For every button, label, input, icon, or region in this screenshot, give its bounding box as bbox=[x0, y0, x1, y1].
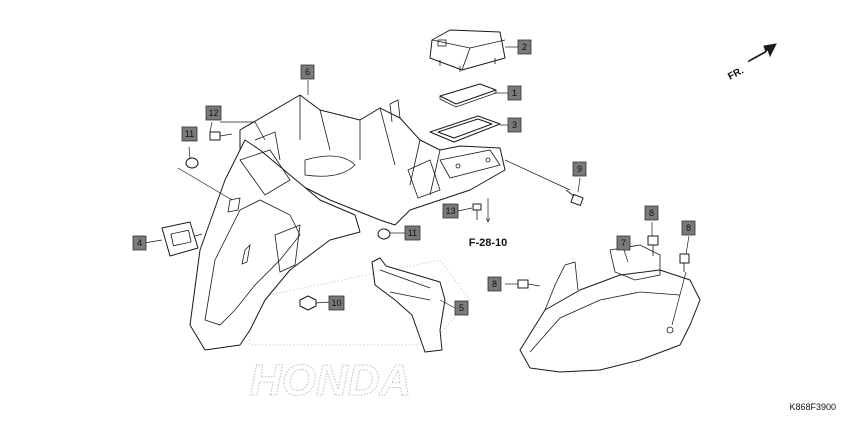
part-rear-fender[interactable] bbox=[189, 131, 361, 351]
nut-11-right[interactable] bbox=[377, 228, 391, 240]
part-rear-inner-fender[interactable] bbox=[239, 94, 506, 226]
part-gasket[interactable] bbox=[429, 115, 501, 143]
callout-box-1[interactable]: 1 bbox=[507, 85, 522, 101]
callout-box-12[interactable]: 12 bbox=[205, 105, 222, 121]
callout-label: 3 bbox=[512, 120, 517, 130]
fr-label: FR. bbox=[726, 65, 746, 82]
bolt-8-right[interactable] bbox=[679, 253, 690, 272]
part-pad[interactable] bbox=[439, 83, 497, 108]
bolt-8-mid[interactable] bbox=[647, 235, 659, 256]
callout-box-7[interactable]: 7 bbox=[616, 235, 631, 251]
callout-label: 8 bbox=[492, 279, 497, 289]
callout-label: 5 bbox=[459, 303, 464, 313]
callout-box-8-right[interactable]: 8 bbox=[681, 220, 696, 236]
part-reflector[interactable] bbox=[161, 221, 203, 257]
screw-13[interactable] bbox=[472, 203, 482, 220]
callout-label: 6 bbox=[305, 67, 310, 77]
callout-box-8-mid[interactable]: 8 bbox=[644, 205, 659, 221]
callout-box-2[interactable]: 2 bbox=[517, 39, 532, 55]
callout-label: 2 bbox=[522, 42, 527, 52]
callout-box-11-left[interactable]: 11 bbox=[181, 126, 198, 142]
drawing-code: K868F3900 bbox=[789, 402, 836, 412]
callout-label: 8 bbox=[686, 223, 691, 233]
callout-label: 7 bbox=[621, 238, 626, 248]
callout-label: 10 bbox=[331, 298, 341, 308]
front-direction-indicator: FR. bbox=[726, 43, 777, 83]
callout-label: 13 bbox=[445, 206, 455, 216]
bolt-9[interactable] bbox=[565, 189, 584, 206]
callout-box-5[interactable]: 5 bbox=[454, 300, 469, 316]
leader-lines bbox=[143, 46, 690, 326]
callout-box-11-right[interactable]: 11 bbox=[404, 225, 421, 241]
callout-label: 4 bbox=[137, 238, 142, 248]
nut-10[interactable] bbox=[299, 295, 317, 311]
callout-box-4[interactable]: 4 bbox=[132, 235, 147, 251]
callout-box-13[interactable]: 13 bbox=[442, 203, 459, 219]
bolt-8-left[interactable] bbox=[517, 279, 541, 289]
callout-box-10[interactable]: 10 bbox=[328, 295, 345, 311]
section-reference-label: F-28-10 bbox=[469, 237, 508, 249]
part-mud-guard[interactable] bbox=[371, 257, 446, 353]
callout-label: 9 bbox=[577, 164, 582, 174]
callout-label: 12 bbox=[208, 108, 218, 118]
bolt-12[interactable] bbox=[209, 131, 233, 141]
fr-arrow-icon bbox=[747, 43, 777, 63]
callout-box-9[interactable]: 9 bbox=[572, 161, 587, 177]
callout-box-8-left[interactable]: 8 bbox=[487, 276, 502, 292]
nut-11-left[interactable] bbox=[185, 157, 199, 169]
part-front-fender[interactable] bbox=[519, 244, 701, 373]
callout-label: 11 bbox=[408, 228, 417, 238]
callout-label: 8 bbox=[649, 208, 654, 218]
callout-label: 11 bbox=[185, 129, 194, 139]
callout-box-3[interactable]: 3 bbox=[507, 117, 522, 133]
callout-label: 1 bbox=[512, 88, 517, 98]
honda-watermark: HONDA bbox=[244, 259, 471, 406]
part-cover[interactable] bbox=[429, 29, 506, 72]
callout-box-6[interactable]: 6 bbox=[300, 64, 315, 80]
watermark-text: HONDA bbox=[250, 356, 411, 405]
